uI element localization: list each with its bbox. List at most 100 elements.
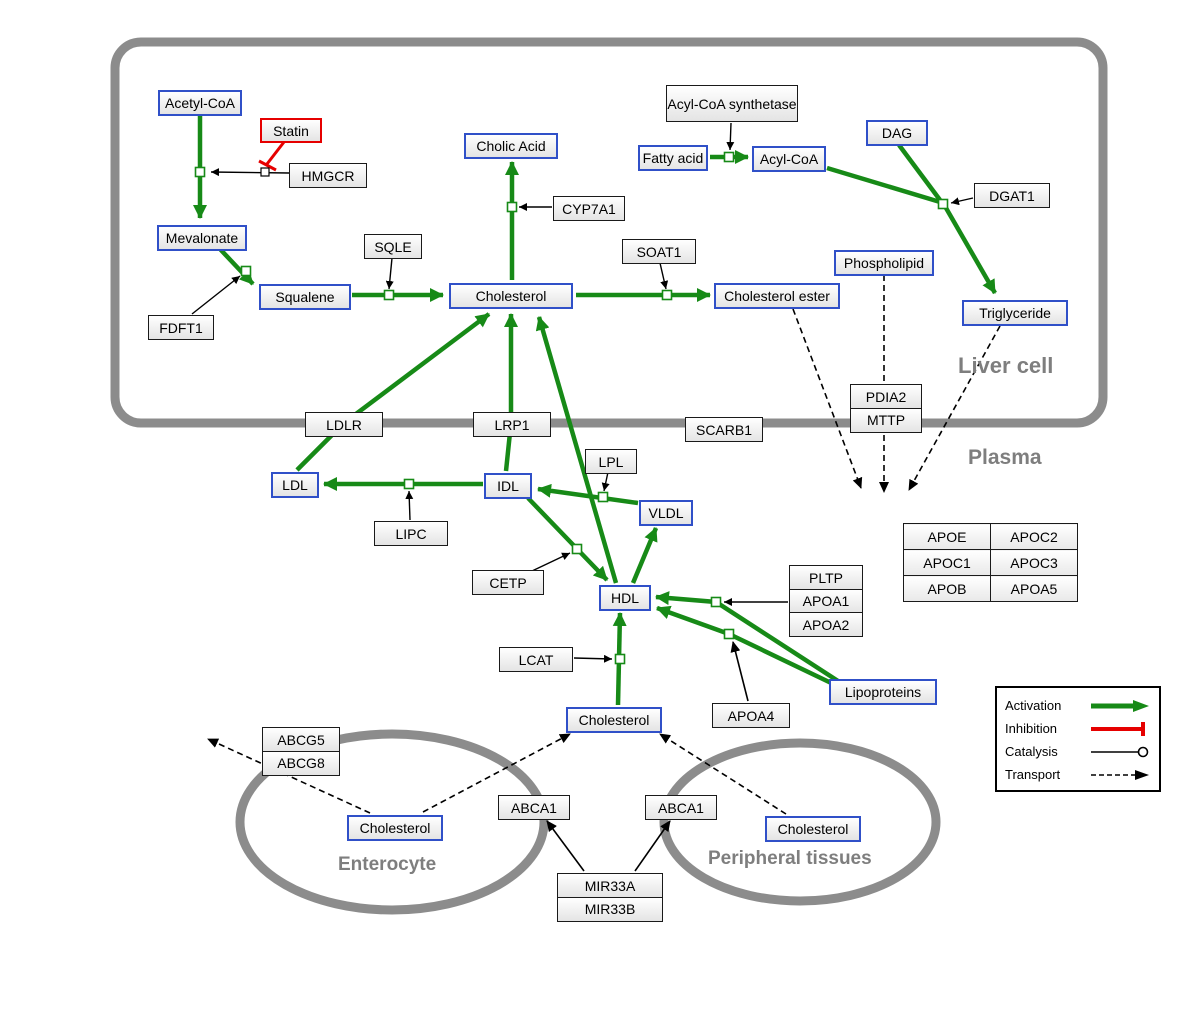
arrow-mir33-abca1-right bbox=[634, 820, 671, 872]
node-cholesterol-ester[interactable]: Cholesterol ester bbox=[714, 283, 840, 309]
hmgcr-anchor-node bbox=[260, 167, 270, 177]
node-acyl-coa[interactable]: Acyl-CoA bbox=[752, 146, 826, 172]
node-cholesterol-enterocyte[interactable]: Cholesterol bbox=[347, 815, 443, 841]
legend-activation-label: Activation bbox=[1005, 698, 1062, 713]
reaction-node bbox=[506, 201, 518, 213]
node-apoa2[interactable]: APOA2 bbox=[789, 612, 863, 637]
catalysis-lcat bbox=[573, 654, 613, 663]
pltp-apoa-stack: PLTP APOA1 APOA2 bbox=[789, 565, 863, 637]
pdia2-mttp-stack: PDIA2 MTTP bbox=[850, 384, 922, 433]
reaction-node bbox=[571, 543, 583, 555]
node-apoa1[interactable]: APOA1 bbox=[789, 588, 863, 614]
node-hdl[interactable]: HDL bbox=[599, 585, 651, 611]
node-lrp1[interactable]: LRP1 bbox=[473, 412, 551, 437]
node-abca1-left[interactable]: ABCA1 bbox=[498, 795, 570, 820]
reaction-node bbox=[723, 628, 735, 640]
legend-row-catalysis: Catalysis bbox=[1005, 740, 1151, 763]
node-hmgcr[interactable]: HMGCR bbox=[289, 163, 367, 188]
node-dgat1[interactable]: DGAT1 bbox=[974, 183, 1050, 208]
reaction-node bbox=[240, 265, 252, 277]
catalysis-cetp bbox=[531, 552, 571, 572]
node-pdia2[interactable]: PDIA2 bbox=[850, 384, 922, 409]
node-squalene[interactable]: Squalene bbox=[259, 284, 351, 310]
node-apoa4[interactable]: APOA4 bbox=[712, 703, 790, 728]
node-apoc2[interactable]: APOC2 bbox=[990, 523, 1078, 550]
abcg-stack: ABCG5 ABCG8 bbox=[262, 727, 340, 776]
node-apoe[interactable]: APOE bbox=[903, 523, 991, 550]
reaction-node bbox=[614, 653, 626, 665]
node-cyp7a1[interactable]: CYP7A1 bbox=[553, 196, 625, 221]
catalysis-dgat1 bbox=[950, 197, 974, 206]
reaction-node bbox=[383, 289, 395, 301]
node-apoc3[interactable]: APOC3 bbox=[990, 549, 1078, 576]
node-phospholipid[interactable]: Phospholipid bbox=[834, 250, 934, 276]
reaction-node bbox=[661, 289, 673, 301]
node-sqle[interactable]: SQLE bbox=[364, 234, 422, 259]
legend-row-transport: Transport bbox=[1005, 763, 1151, 786]
node-dag[interactable]: DAG bbox=[866, 120, 928, 146]
node-apob[interactable]: APOB bbox=[903, 575, 991, 602]
edge-idl-lrp1-cholesterol bbox=[503, 313, 518, 472]
reaction-node bbox=[403, 478, 415, 490]
reaction-node bbox=[937, 198, 949, 210]
arrow-apoa4-node bbox=[730, 641, 749, 702]
node-scarb1[interactable]: SCARB1 bbox=[685, 417, 763, 442]
node-acylcoa-synthetase[interactable]: Acyl-CoA synthetase bbox=[666, 85, 798, 122]
node-fdft1[interactable]: FDFT1 bbox=[148, 315, 214, 340]
transport-dashed-arrow-icon bbox=[1091, 769, 1149, 780]
node-lcat[interactable]: LCAT bbox=[499, 647, 573, 672]
inhibition-statin bbox=[265, 141, 286, 165]
reaction-nodes bbox=[194, 151, 949, 665]
node-cholesterol-peripheral[interactable]: Cholesterol bbox=[765, 816, 861, 842]
edge-idl-cetp-hdl bbox=[526, 496, 609, 582]
node-mevalonate[interactable]: Mevalonate bbox=[157, 225, 247, 251]
legend: Activation Inhibition Catalysis Transpor… bbox=[995, 686, 1161, 792]
node-lipoproteins[interactable]: Lipoproteins bbox=[829, 679, 937, 705]
node-mir33b[interactable]: MIR33B bbox=[557, 896, 663, 922]
transport-triglyceride bbox=[908, 325, 1001, 491]
node-statin[interactable]: Statin bbox=[260, 118, 322, 143]
node-apoa5[interactable]: APOA5 bbox=[990, 575, 1078, 602]
node-ldl[interactable]: LDL bbox=[271, 472, 319, 498]
legend-row-inhibition: Inhibition bbox=[1005, 717, 1151, 740]
node-mttp[interactable]: MTTP bbox=[850, 407, 922, 433]
node-cholic-acid[interactable]: Cholic Acid bbox=[464, 133, 558, 159]
node-cholesterol-plasma[interactable]: Cholesterol bbox=[566, 707, 662, 733]
node-ldlr[interactable]: LDLR bbox=[305, 412, 383, 437]
node-idl[interactable]: IDL bbox=[484, 473, 532, 499]
edge-vldl-idl bbox=[537, 483, 639, 506]
edge-dag-dgat-node bbox=[897, 143, 942, 202]
node-triglyceride[interactable]: Triglyceride bbox=[962, 300, 1068, 326]
transport-cholesterol-ester bbox=[792, 308, 863, 489]
node-vldl[interactable]: VLDL bbox=[639, 500, 693, 526]
node-lpl[interactable]: LPL bbox=[585, 449, 637, 474]
transport-enterocyte-plasma bbox=[422, 733, 571, 813]
node-soat1[interactable]: SOAT1 bbox=[622, 239, 696, 264]
reaction-node bbox=[723, 151, 735, 163]
node-cetp[interactable]: CETP bbox=[472, 570, 544, 595]
node-lipc[interactable]: LIPC bbox=[374, 521, 448, 546]
node-mir33a[interactable]: MIR33A bbox=[557, 873, 663, 898]
catalysis-sqle bbox=[385, 257, 394, 290]
plasma-label: Plasma bbox=[968, 446, 1042, 469]
node-apoc1[interactable]: APOC1 bbox=[903, 549, 991, 576]
edge-hdl-cholesterol bbox=[535, 316, 619, 584]
reaction-node bbox=[597, 491, 609, 503]
edge-hdl-vldl bbox=[630, 527, 659, 584]
node-abcg8[interactable]: ABCG8 bbox=[262, 750, 340, 776]
catalysis-circle-icon bbox=[1091, 746, 1149, 757]
edge-ldl-ldlr-cholesterol bbox=[295, 312, 491, 472]
node-cholesterol-liver[interactable]: Cholesterol bbox=[449, 283, 573, 309]
node-fatty-acid[interactable]: Fatty acid bbox=[638, 145, 708, 171]
activation-arrow-icon bbox=[1091, 699, 1149, 712]
edge-acylcoa-dgat-node bbox=[826, 165, 941, 205]
node-pltp[interactable]: PLTP bbox=[789, 565, 863, 590]
legend-row-activation: Activation bbox=[1005, 694, 1151, 717]
node-abca1-right[interactable]: ABCA1 bbox=[645, 795, 717, 820]
node-acetyl-coa[interactable]: Acetyl-CoA bbox=[158, 90, 242, 116]
node-abcg5[interactable]: ABCG5 bbox=[262, 727, 340, 752]
enterocyte-outline bbox=[235, 729, 549, 915]
reaction-node bbox=[710, 596, 722, 608]
enterocyte-label: Enterocyte bbox=[338, 854, 437, 875]
